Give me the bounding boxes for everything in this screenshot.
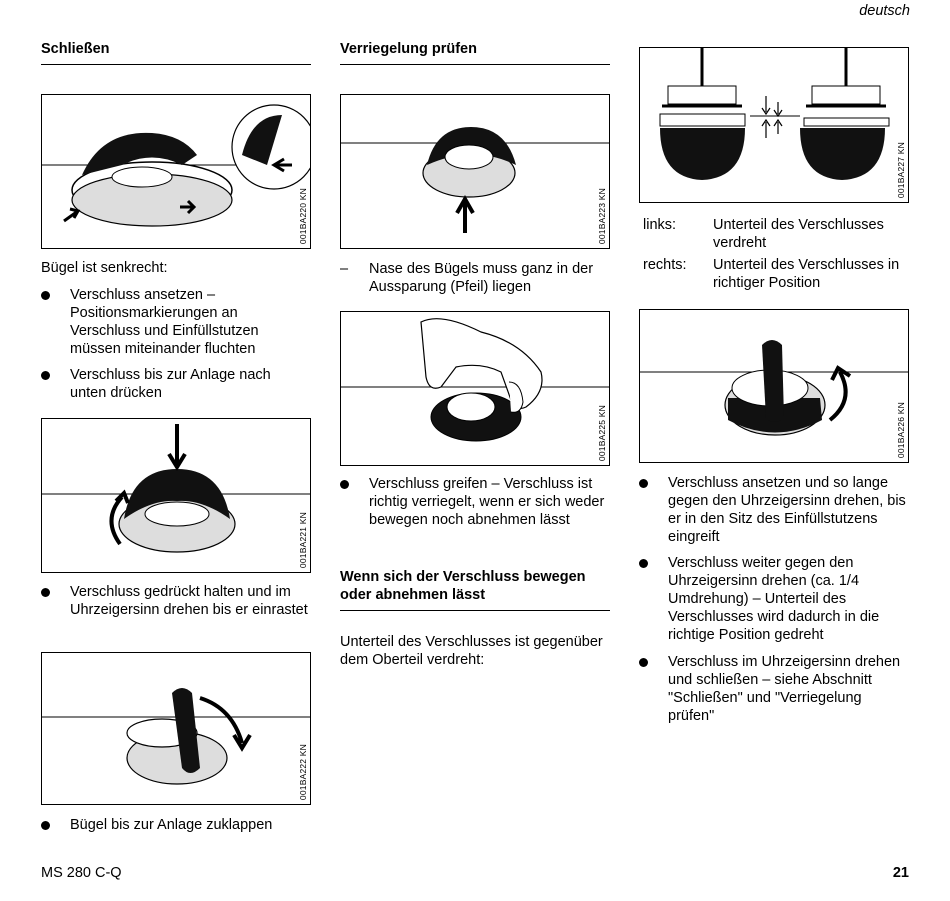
body-text: Unterteil des Verschlusses ist gegenüber… bbox=[340, 634, 603, 668]
bullet-item: Verschluss bis zur Anlage nach unten drü… bbox=[41, 366, 311, 402]
language-label: deutsch bbox=[859, 3, 910, 19]
cap-comparison-illustration bbox=[659, 48, 890, 180]
definition-row: rechts: Unterteil des Verschlusses in ri… bbox=[643, 257, 900, 291]
definition-row: links: Unterteil des Verschlusses verdre… bbox=[643, 217, 884, 251]
bullet-icon bbox=[41, 588, 50, 597]
bullet-item: Verschluss weiter gegen den Uhrzeigersin… bbox=[639, 554, 919, 644]
figure-lock-check-2: 001BA225 KN bbox=[340, 311, 610, 466]
page-number: 21 bbox=[892, 865, 909, 881]
bullet-icon bbox=[639, 559, 648, 568]
hand-illustration bbox=[341, 318, 609, 442]
figure-code: 001BA223 KN bbox=[597, 187, 607, 244]
figure-cap-closing-3: 001BA222 KN bbox=[41, 652, 311, 805]
section-heading-schliessen: Schließen bbox=[41, 40, 311, 65]
bullet-item: Verschluss ansetzen und so lange gegen d… bbox=[639, 474, 919, 546]
section-heading-verriegelung: Verriegelung prüfen bbox=[340, 40, 610, 65]
bullet-icon bbox=[41, 291, 50, 300]
bullet-item: Verschluss greifen – Verschluss ist rich… bbox=[340, 475, 610, 547]
cap-illustration bbox=[42, 104, 310, 227]
cap-illustration bbox=[42, 688, 310, 785]
cap-illustration bbox=[341, 127, 609, 233]
bullet-icon bbox=[41, 821, 50, 830]
figure-cap-closing-2: 001BA221 KN bbox=[41, 418, 311, 573]
cap-illustration bbox=[640, 340, 908, 436]
figure-code: 001BA227 KN bbox=[896, 141, 906, 198]
figure-cap-closing-1: 001BA220 KN bbox=[41, 94, 311, 249]
bullet-icon bbox=[639, 479, 648, 488]
figure-code: 001BA225 KN bbox=[597, 404, 607, 461]
intro-text: Bügel ist senkrecht: bbox=[41, 260, 168, 276]
figure-code: 001BA221 KN bbox=[298, 511, 308, 568]
bullet-item: Verschluss ansetzen – Positionsmarkierun… bbox=[41, 286, 311, 358]
cap-illustration bbox=[42, 424, 310, 553]
figure-lock-check-1: 001BA223 KN bbox=[340, 94, 610, 249]
footer-model: MS 280 C-Q bbox=[41, 865, 122, 881]
bullet-icon bbox=[639, 658, 648, 667]
figure-cap-rotate: 001BA226 KN bbox=[639, 309, 909, 463]
section-heading-bewegen: Wenn sich der Verschluss bewegen oder ab… bbox=[340, 568, 610, 611]
figure-code: 001BA222 KN bbox=[298, 743, 308, 800]
bullet-item: Verschluss im Uhrzeigersinn drehen und s… bbox=[639, 653, 919, 725]
figure-code: 001BA226 KN bbox=[896, 401, 906, 458]
figure-cap-positions: 001BA227 KN bbox=[639, 47, 909, 203]
figure-code: 001BA220 KN bbox=[298, 187, 308, 244]
dash-item: – Nase des Bügels muss ganz in der Aussp… bbox=[340, 261, 594, 295]
bullet-icon bbox=[340, 480, 349, 489]
bullet-item: Bügel bis zur Anlage zuklappen bbox=[41, 816, 311, 834]
bullet-icon bbox=[41, 371, 50, 380]
bullet-item: Verschluss gedrückt halten und im Uhrzei… bbox=[41, 583, 311, 637]
